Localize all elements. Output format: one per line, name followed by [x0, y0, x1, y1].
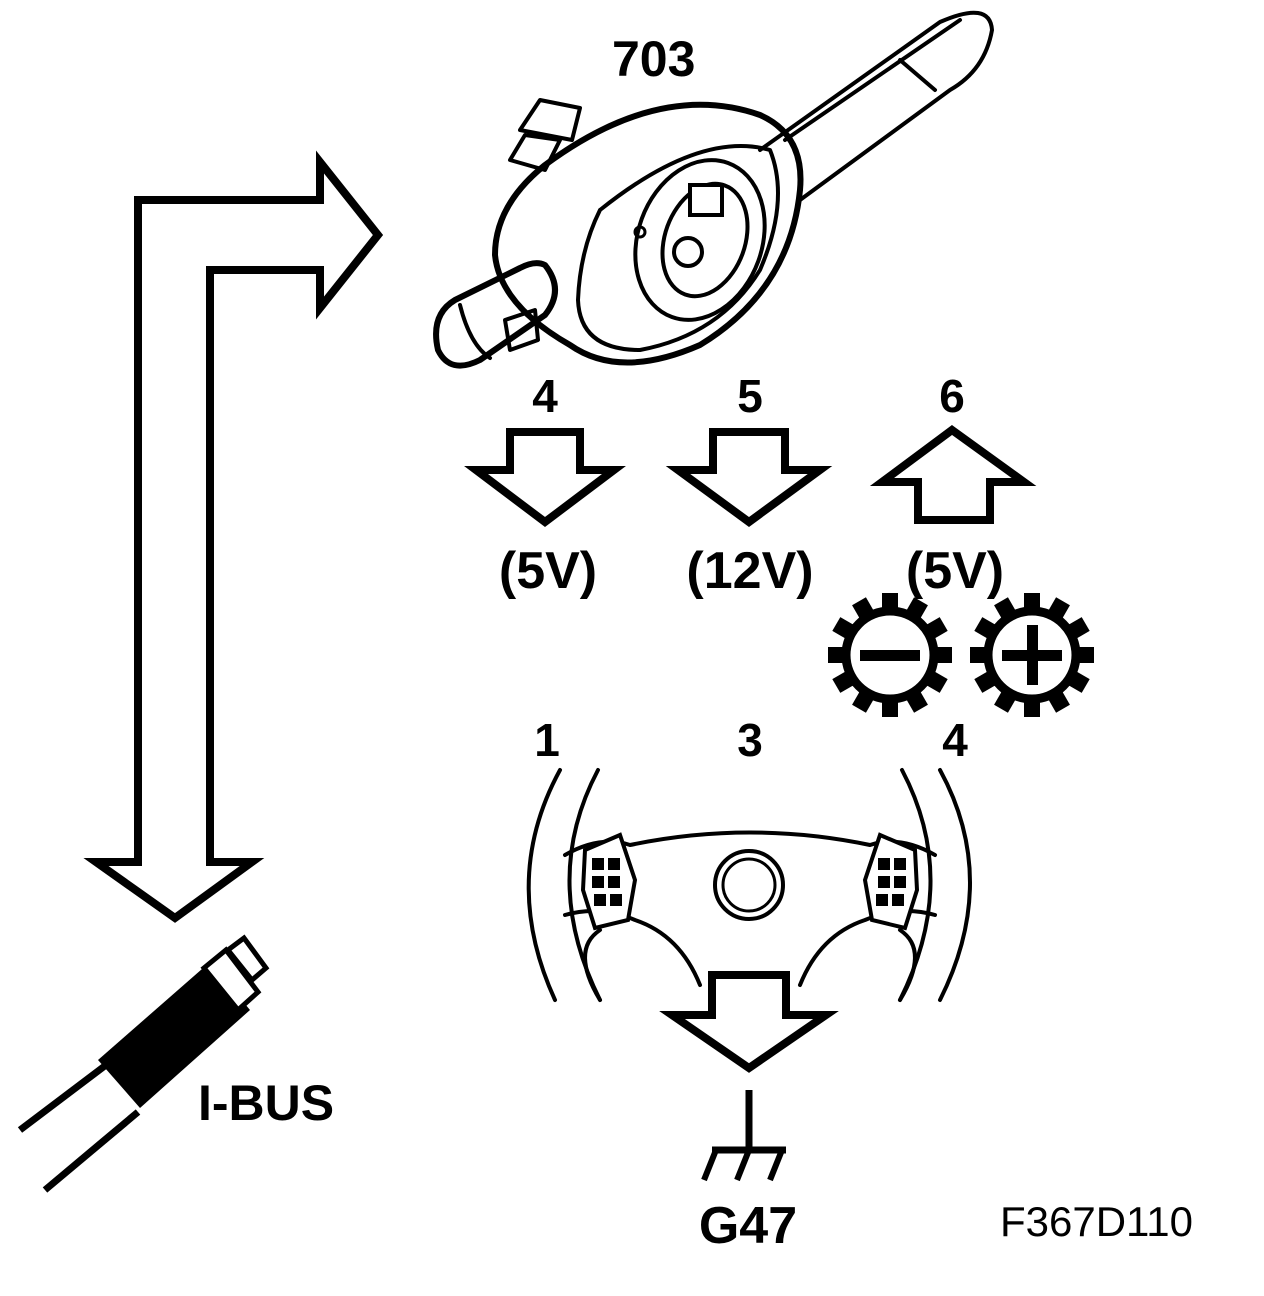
- ibus-label: I-BUS: [198, 1075, 334, 1131]
- pin6-number: 6: [939, 370, 965, 422]
- pin4-signal: 4 (5V): [464, 370, 626, 600]
- steering-column-switch: [433, 10, 994, 369]
- pin5-voltage: (12V): [686, 542, 813, 600]
- pin4-down-arrow-icon: [464, 428, 626, 528]
- pin5-signal: 5 (12V): [665, 370, 833, 600]
- steering-pin-left: 1: [534, 714, 560, 766]
- pin4-number: 4: [532, 370, 558, 422]
- ground-down-arrow-icon: [659, 971, 839, 1073]
- pin5-number: 5: [737, 370, 763, 422]
- gear-plus-icon: [970, 593, 1094, 717]
- ibus-cable-icon: [17, 934, 270, 1193]
- steering-pin-center: 3: [737, 714, 763, 766]
- ground-symbol-icon: [701, 1090, 786, 1182]
- steering-wheel: [526, 768, 972, 1002]
- pin6-voltage: (5V): [906, 542, 1004, 600]
- ground-label: G47: [699, 1197, 797, 1255]
- ibus-connection-arrow: [83, 150, 384, 923]
- pin5-down-arrow-icon: [665, 428, 833, 527]
- gear-minus-icon: [828, 593, 952, 717]
- figure-reference: F367D110: [1000, 1198, 1193, 1245]
- steering-pin-right: 4: [942, 714, 968, 766]
- component-number: 703: [612, 31, 695, 87]
- pin6-up-arrow-icon: [869, 425, 1037, 524]
- steering-right-button-pad: [862, 832, 920, 931]
- pin4-voltage: (5V): [499, 542, 597, 600]
- pin6-signal: 6 (5V): [869, 370, 1037, 600]
